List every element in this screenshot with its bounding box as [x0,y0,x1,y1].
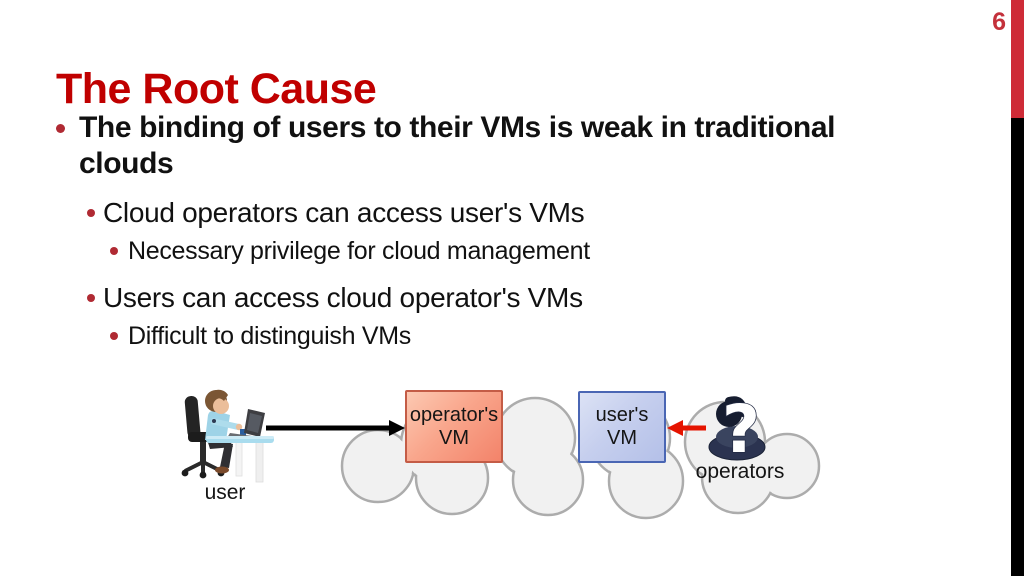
accent-bar-red [1011,0,1024,118]
user-vm-label: user's VM [595,404,649,449]
page-number: 6 [992,8,1006,36]
operators-label: operators [695,460,785,483]
bullet-row-level1: The binding of users to their VMs is wea… [0,110,960,182]
bullet-dot [56,124,65,133]
bullet-dot [87,209,95,217]
user-vm-box: user's VM [578,391,666,463]
unknown-operator-icon: ? [708,390,766,469]
bullet-text: Necessary privilege for cloud management [128,237,590,265]
user-label: user [204,481,246,504]
bullet-text: Cloud operators can access user's VMs [103,197,585,228]
bullet-text: The binding of users to their VMs is wea… [79,111,836,180]
question-mark-glyph: ? [722,391,760,468]
bullet-dot [87,294,95,302]
bullet-row-level3: Difficult to distinguish VMs [0,321,960,352]
bullet-dot [110,247,118,255]
bullet-text: Users can access cloud operator's VMs [103,282,583,313]
user-at-desk-icon [181,389,274,483]
bullet-list: The binding of users to their VMs is wea… [0,110,960,352]
operator-vm-box: operator's VM [405,390,503,463]
slide-title: The Root Cause [56,64,377,113]
bullet-row-level2: Users can access cloud operator's VMs [0,281,960,315]
operator-vm-label: operator's VM [409,403,499,449]
bullet-row-level2: Cloud operators can access user's VMs [0,196,960,230]
bullet-text: Difficult to distinguish VMs [128,322,411,350]
bullet-dot [110,332,118,340]
accent-bar-black [1011,118,1024,576]
bullet-row-level3: Necessary privilege for cloud management [0,236,960,267]
